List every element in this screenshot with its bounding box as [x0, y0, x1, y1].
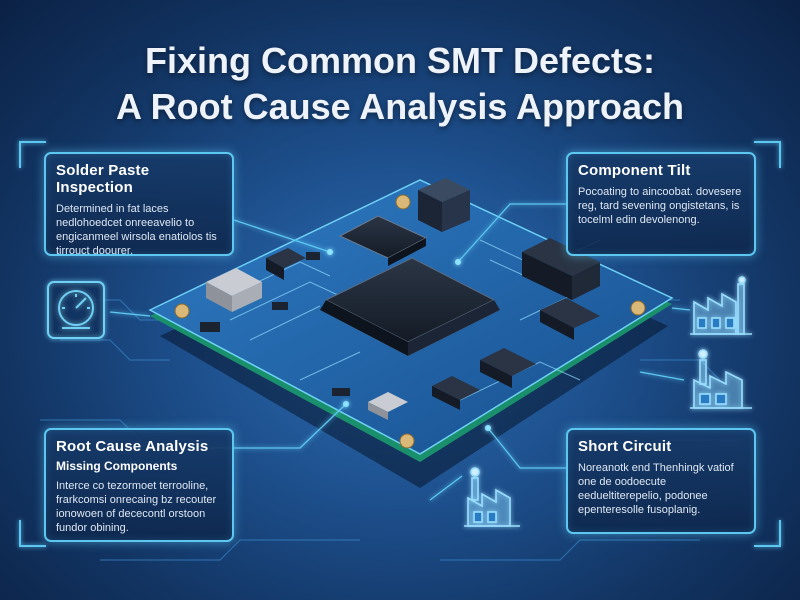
connector-dots: [327, 249, 491, 431]
title-line-2: A Root Cause Analysis Approach: [115, 86, 685, 127]
solder-pads: [174, 194, 646, 449]
chip-right: [522, 238, 600, 300]
card-root-cause-analysis: Root Cause Analysis Missing Components I…: [44, 428, 234, 542]
card-title: Component Tilt: [578, 162, 691, 179]
card-title: Short Circuit: [578, 438, 672, 455]
card-body: Determined in fat laces nedlohoedcet onr…: [56, 203, 217, 257]
chip-bottom-right: [480, 348, 536, 388]
page-title: Fixing Common SMT Defects: A Root Cause …: [0, 38, 800, 130]
small-smd-left: [200, 252, 350, 396]
chip-bottom: [432, 376, 480, 410]
capacitor-left: [206, 268, 262, 312]
card-body: Noreanotk end Thenhingk vatiof one de oo…: [578, 462, 734, 516]
chip-tower-top: [418, 178, 470, 232]
card-body: Pocoating to aincoobat. dovesere reg, ta…: [578, 186, 742, 226]
card-body: Interce co tezormoet terrooline, frarkco…: [56, 480, 217, 534]
card-title: Solder Paste Inspection: [56, 162, 150, 196]
connector-lines: [109, 203, 691, 501]
factory-icon-right-top: [690, 276, 752, 335]
factory-icon-left-bottom: [464, 467, 520, 527]
chip-top: [338, 215, 428, 266]
frame-corners: [19, 141, 781, 547]
component-tilted: [266, 248, 306, 280]
resistor-bottom: [368, 392, 408, 420]
card-title: Root Cause Analysis: [56, 438, 209, 455]
card-component-tilt: Component Tilt Pocoating to aincoobat. d…: [566, 152, 756, 256]
chip-right-small: [540, 298, 600, 340]
title-line-1: Fixing Common SMT Defects:: [144, 40, 656, 81]
factory-icon-right-mid: [690, 349, 752, 409]
card-solder-paste-inspection: Solder Paste Inspection Determined in fa…: [44, 152, 234, 257]
gauge-icon: [47, 281, 105, 339]
card-subtitle: Missing Components: [56, 459, 178, 473]
main-processor-chip: [320, 257, 500, 356]
card-short-circuit: Short Circuit Noreanotk end Thenhingk va…: [566, 428, 756, 534]
